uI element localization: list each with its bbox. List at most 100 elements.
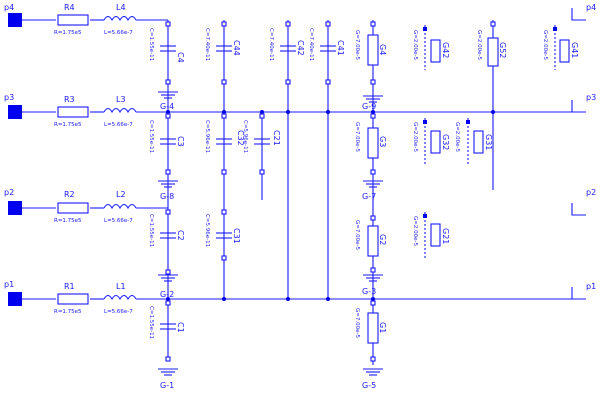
capacitor-c4-name: C4 [176, 52, 185, 63]
node-column-main [165, 20, 171, 362]
capacitor-c31-value: C=5.96e-11 [204, 214, 210, 247]
capacitor-c4-value: C=1.55e-11 [148, 28, 154, 61]
inductor-l1-name: L1 [116, 282, 126, 291]
right-port-p3-label: p3 [586, 93, 596, 102]
conductance-g4[interactable] [367, 34, 379, 66]
inductor-l2[interactable] [103, 203, 137, 210]
resistor-r2[interactable] [57, 202, 89, 214]
conductance-g3-name: G3 [378, 136, 387, 147]
ground-g1-label: G-1 [160, 381, 174, 390]
resistor-r4-value: R=1.75e5 [54, 30, 82, 36]
ground-g2[interactable] [158, 274, 178, 282]
right-port-p3[interactable] [571, 100, 586, 113]
conductance-g2-value: G=7.00e-5 [354, 220, 360, 250]
conductance-g32-name: G32 [441, 134, 450, 150]
conductance-g3-value: G=7.00e-5 [354, 122, 360, 152]
series-resistors: R4 R=1.75e5 R3 R=1.75e5 R2 R=1.75e5 R1 R… [54, 3, 89, 315]
capacitor-c32-name: C32 [236, 130, 245, 146]
conductance-g42-name: G42 [441, 42, 450, 58]
ground-g8-label: G-8 [160, 192, 174, 201]
coupling-column-224: C44 C=7.40e-11 C32 C=5.96e-11 C31 C=5.96… [204, 20, 245, 301]
capacitor-c33-value: C=5.96e-11 [242, 120, 248, 153]
resistor-r4[interactable] [57, 14, 89, 26]
capacitor-c44-name: C44 [232, 40, 241, 56]
conductance-g21-name: G21 [441, 228, 450, 244]
capacitor-c41-name: C41 [336, 40, 345, 56]
conductance-g21-value: G=2.00e-5 [412, 216, 418, 246]
conductance-g32-value: G=2.00e-5 [412, 122, 418, 152]
inductor-l3-name: L3 [116, 95, 126, 104]
conductance-g2-name: G2 [378, 234, 387, 245]
resistor-r3-value: R=1.75e5 [54, 122, 82, 128]
right-port-p1-label: p1 [586, 282, 596, 291]
port-p3[interactable] [8, 105, 22, 119]
conductance-g52-name: G52 [498, 42, 507, 58]
capacitor-c2-value: C=1.55e-11 [148, 214, 154, 247]
right-port-p4-label: p4 [586, 3, 596, 12]
right-port-p1[interactable] [571, 287, 586, 300]
conductance-g31-name: G31 [484, 134, 493, 150]
resistor-r1-name: R1 [64, 282, 75, 291]
right-port-p4[interactable] [571, 8, 586, 21]
conductance-g1[interactable] [367, 312, 379, 344]
ground-g8[interactable] [158, 180, 178, 188]
conductance-g1-name: G1 [378, 322, 387, 333]
capacitor-c2-name: C2 [176, 230, 185, 241]
conductance-g31-value: G=2.00e-5 [454, 122, 460, 152]
coupling-column-328: C41 C=7.40e-11 [308, 20, 345, 301]
ground-capacitors: C4 C=1.55e-11 C3 C=1.55e-11 C2 C=1.55e-1… [148, 28, 185, 339]
conductance-g41-name: G41 [570, 42, 579, 58]
conductance-g4-value: G=7.00e-5 [354, 30, 360, 60]
conductance-g32[interactable] [430, 130, 441, 154]
port-p3-label: p3 [4, 93, 14, 102]
conductance-g4-name: G4 [378, 44, 387, 55]
ground-g2-label: G-2 [160, 290, 174, 299]
inductor-l3-value: L=5.66e-7 [104, 122, 133, 128]
capacitor-c1-name: C1 [176, 322, 185, 333]
capacitor-c44-value: C=7.40e-11 [204, 28, 210, 61]
right-port-p2[interactable] [571, 203, 586, 216]
ground-g5[interactable] [363, 368, 383, 376]
capacitor-c21-name: C21 [272, 130, 281, 146]
ground-g9-label: G-9 [362, 102, 376, 111]
inductor-l4-name: L4 [116, 3, 126, 12]
conductance-column-373: G4 G=7.00e-5 G3 G=7.00e-5 G2 G=7.00e-5 G… [354, 20, 387, 365]
capacitor-c1-value: C=1.55e-11 [148, 306, 154, 339]
resistor-r1[interactable] [57, 293, 89, 305]
port-p2-label: p2 [4, 188, 14, 197]
resistor-r4-name: R4 [64, 3, 75, 12]
conductance-g2[interactable] [367, 225, 379, 257]
conductance-g31[interactable] [473, 130, 484, 154]
ground-g3-label: G-3 [362, 287, 376, 296]
port-p1[interactable] [8, 292, 22, 306]
floating-conductances: G42 G=2.00e-5 G41 G=2.00e-5 G52 G=2.00e-… [412, 20, 579, 260]
resistor-r3[interactable] [57, 106, 89, 118]
inductor-l1[interactable] [103, 294, 137, 301]
conductance-g52[interactable] [487, 37, 499, 67]
port-p1-label: p1 [4, 280, 14, 289]
conductance-g21[interactable] [430, 223, 441, 247]
port-p2[interactable] [8, 201, 22, 215]
ground-g4[interactable] [158, 91, 178, 99]
coupling-column-262: C21 C=5.96e-11 [242, 110, 281, 200]
ground-g1[interactable] [158, 368, 178, 376]
left-ports: p4 p3 p2 p1 [4, 3, 22, 306]
resistor-r1-value: R=1.75e5 [54, 309, 82, 315]
conductance-g42[interactable] [430, 39, 441, 63]
inductor-l4[interactable] [103, 15, 137, 22]
bus-lines [22, 19, 572, 300]
resistor-r2-value: R=1.75e5 [54, 218, 82, 224]
right-port-p2-label: p2 [586, 188, 596, 197]
conductance-g41-value: G=2.00e-5 [542, 30, 548, 60]
capacitor-c3-name: C3 [176, 136, 185, 147]
port-p4[interactable] [8, 13, 22, 27]
coupling-column-288: C42 C=7.40e-11 [268, 20, 305, 301]
inductor-l2-name: L2 [116, 190, 126, 199]
conductance-g3[interactable] [367, 127, 379, 159]
conductance-g1-value: G=7.00e-5 [354, 308, 360, 338]
inductor-l3[interactable] [103, 107, 137, 114]
capacitor-c3-value: C=1.55e-11 [148, 120, 154, 153]
conductance-g41[interactable] [559, 39, 570, 63]
inductor-l2-value: L=5.66e-7 [104, 218, 133, 224]
